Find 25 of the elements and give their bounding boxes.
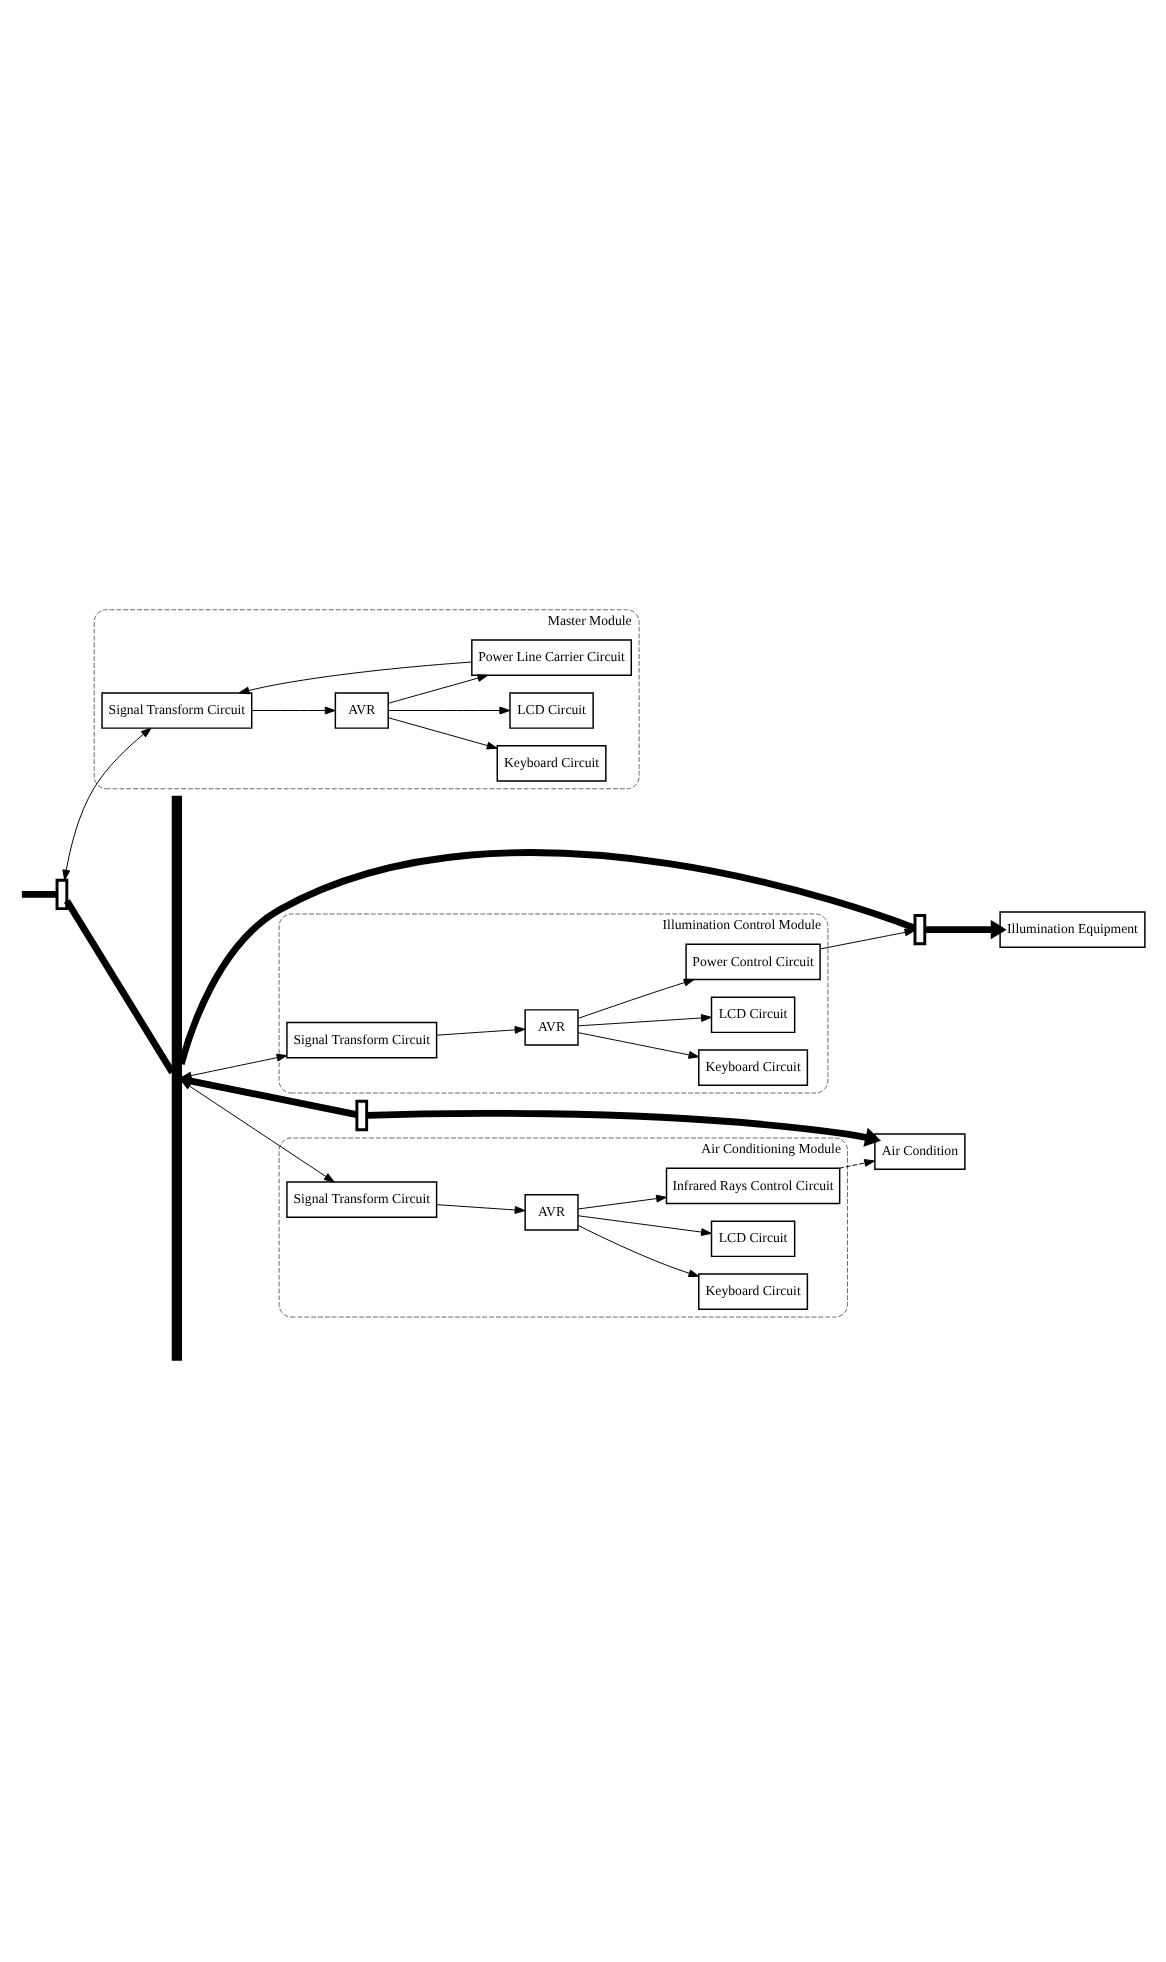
arrow [388, 706, 511, 715]
node-box [913, 914, 927, 946]
arrow [838, 1159, 875, 1169]
node-bar [171, 795, 182, 1361]
arrow [436, 1204, 526, 1214]
node-box [55, 878, 69, 911]
arrow [62, 727, 152, 881]
arrow [388, 717, 498, 750]
arrow [577, 978, 695, 1019]
arrow [577, 1194, 667, 1210]
node-box [355, 1099, 369, 1132]
arrow [819, 928, 916, 950]
arrow [388, 674, 489, 704]
connector [178, 849, 917, 1065]
arrow [366, 1109, 881, 1147]
arrow [577, 1032, 700, 1059]
arrow [924, 919, 1007, 940]
arrow [238, 661, 473, 695]
arrow [251, 706, 336, 715]
arrow [577, 1014, 712, 1027]
arrow [577, 1225, 700, 1278]
connector [21, 891, 58, 898]
arrow [436, 1025, 526, 1036]
connector [64, 899, 176, 1075]
arrow [577, 1215, 712, 1236]
